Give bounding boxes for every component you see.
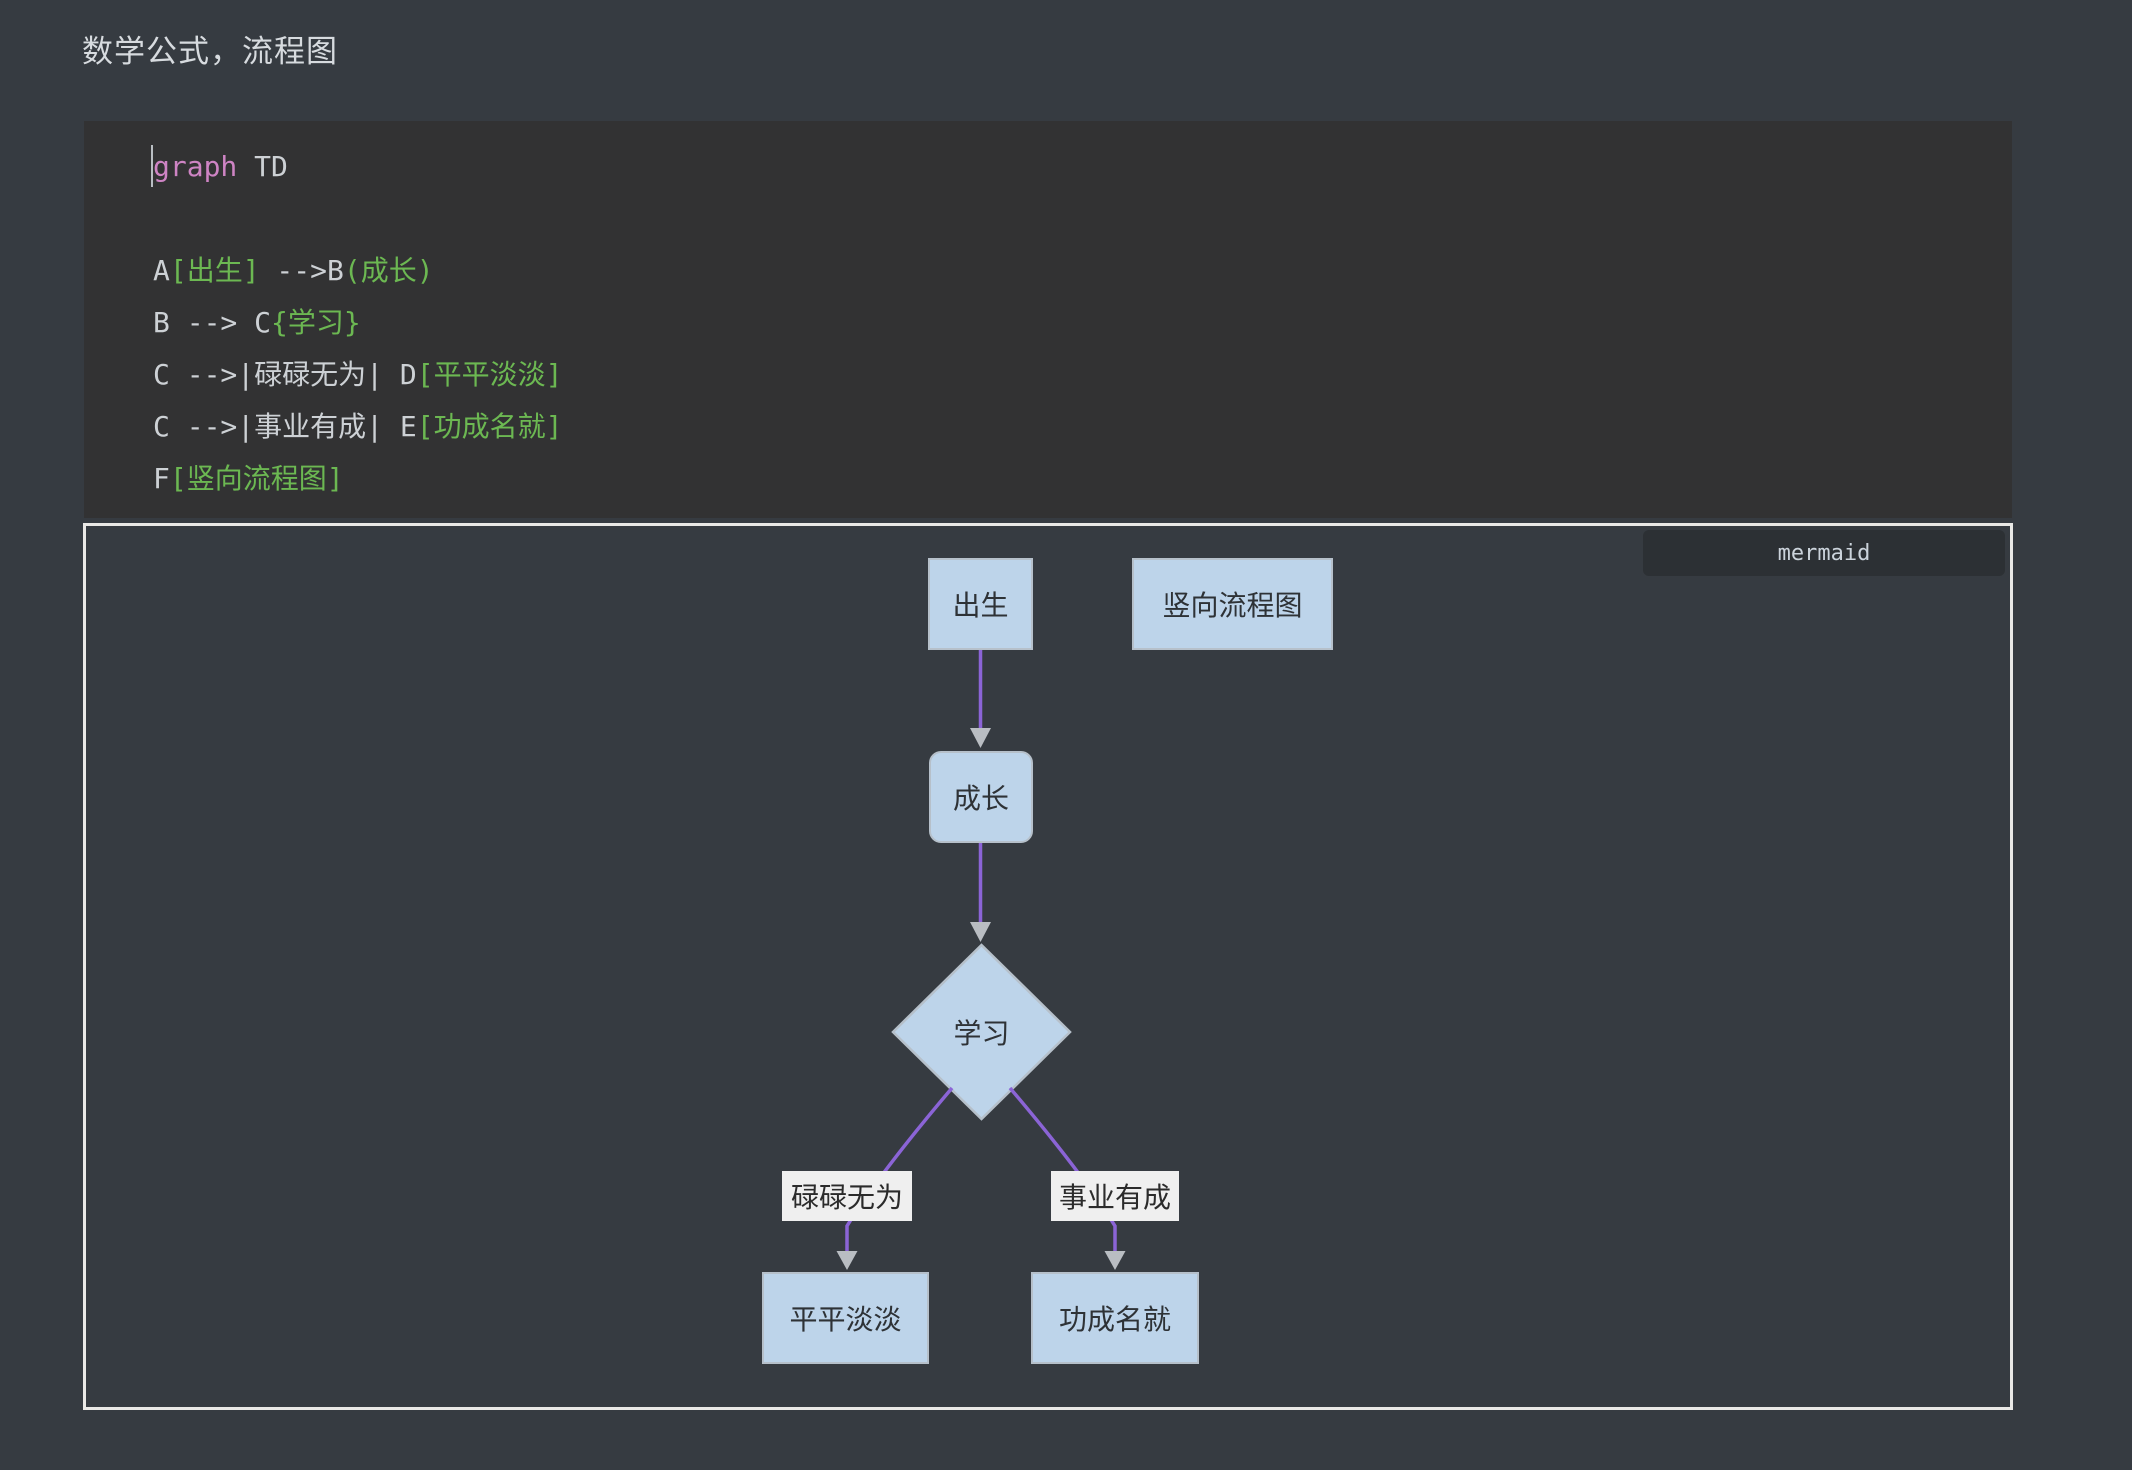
code-token: B --> C xyxy=(153,306,272,339)
code-token: [出生] xyxy=(169,254,260,287)
code-token: A xyxy=(153,254,170,287)
edge-label-career-success: 事业有成 xyxy=(1051,1171,1179,1221)
flowchart-edges-svg xyxy=(836,650,1126,1270)
diamond-node-shape xyxy=(891,943,1072,1121)
flowchart-node-plain-life: 平平淡淡 xyxy=(762,1272,929,1364)
code-line: graph TD xyxy=(151,141,2012,193)
code-token: [功成名就] xyxy=(416,410,563,443)
code-line: C -->|碌碌无为| D[平平淡淡] xyxy=(153,349,2012,401)
edge-label-mediocre: 碌碌无为 xyxy=(782,1171,912,1221)
code-token: C -->|碌碌无为| D xyxy=(153,358,417,391)
flowchart-node-birth: 出生 xyxy=(928,558,1033,650)
page-title: 数学公式，流程图 xyxy=(82,34,338,69)
text-cursor xyxy=(151,145,153,187)
code-token: --> xyxy=(259,254,328,287)
code-token: C -->|事业有成| E xyxy=(153,410,417,443)
code-line: C -->|事业有成| E[功成名就] xyxy=(153,401,2012,453)
code-token: F xyxy=(153,462,170,495)
arrowhead-c-d xyxy=(836,1251,858,1270)
flowchart-node-fame: 功成名就 xyxy=(1031,1272,1199,1364)
flowchart-node-vertical-flowchart: 竖向流程图 xyxy=(1132,558,1333,650)
code-token: TD xyxy=(237,150,288,183)
flowchart-node-growth: 成长 xyxy=(929,751,1033,843)
code-token: graph xyxy=(153,150,238,183)
arrowhead-a-b xyxy=(970,728,991,748)
diagram-canvas: 出生 竖向流程图 成长 学习 碌碌无为 事业有成 平平淡淡 功成名就 merma… xyxy=(86,526,2010,1407)
code-token: [平平淡淡] xyxy=(416,358,563,391)
code-token: [竖向流程图] xyxy=(169,462,344,495)
code-line: F[竖向流程图] xyxy=(153,453,2012,505)
mermaid-diagram-panel: 出生 竖向流程图 成长 学习 碌碌无为 事业有成 平平淡淡 功成名就 merma… xyxy=(83,523,2013,1410)
code-token: {学习} xyxy=(271,306,361,339)
code-line xyxy=(153,193,2012,245)
flowchart-node-study-label: 学习 xyxy=(953,1018,1010,1049)
arrowhead-c-e xyxy=(1104,1251,1126,1270)
code-token: (成长) xyxy=(343,254,434,287)
arrowhead-b-c xyxy=(970,922,991,942)
code-line: A[出生] -->B(成长) xyxy=(153,245,2012,297)
code-line: B --> C{学习} xyxy=(153,297,2012,349)
code-token: B xyxy=(327,254,344,287)
language-badge: mermaid xyxy=(1643,530,2005,576)
